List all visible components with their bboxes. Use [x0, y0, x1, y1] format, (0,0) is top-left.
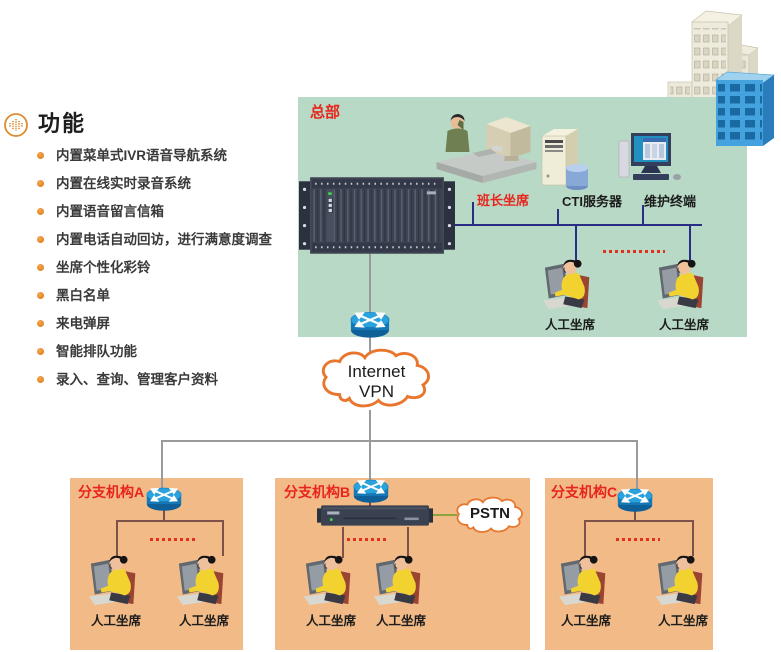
hq-router-icon — [348, 309, 392, 339]
bullet-icon — [37, 320, 44, 327]
hq-link-agent1 — [575, 224, 577, 262]
features-title: 功能 — [38, 111, 87, 136]
hq-link-terminal — [642, 205, 644, 224]
branch-b-agent-1: 人工坐席 — [293, 552, 369, 629]
branch-c-drop1 — [584, 520, 586, 556]
agent-icon — [554, 552, 618, 608]
branch-c-drop2 — [692, 520, 694, 556]
more-agents-ellipsis — [150, 538, 196, 541]
voice-feature-icon — [3, 112, 29, 138]
branch-b-drop1 — [342, 527, 344, 558]
bullet-icon — [37, 264, 44, 271]
branch-c-router-icon — [615, 486, 655, 513]
branch-b-drop2 — [407, 527, 409, 558]
agent-label: 人工坐席 — [657, 614, 708, 628]
cloud-down-line — [369, 410, 371, 440]
hq-agent-2: 人工坐席 — [646, 256, 722, 333]
bullet-icon — [37, 152, 44, 159]
branch-a-drop2 — [222, 520, 224, 556]
wan-drop-branch-b — [369, 440, 371, 482]
more-agents-ellipsis — [603, 250, 665, 253]
feature-item: 黑白名单 — [34, 288, 294, 303]
cti-server-label: CTI服务器 — [562, 194, 622, 209]
branch-a-agent-1: 人工坐席 — [78, 552, 154, 629]
branch-b-agent-2: 人工坐席 — [363, 552, 439, 629]
supervisor-workstation-icon — [428, 106, 544, 190]
blue-building-illustration — [714, 70, 776, 151]
cloud-label-line1: Internet — [347, 362, 406, 381]
branch-b-router-icon — [351, 477, 391, 504]
branch-a-label: 分支机构A — [78, 484, 145, 500]
agent-icon — [369, 552, 433, 608]
branch-c-agent-1: 人工坐席 — [548, 552, 624, 629]
hq-bus-line — [452, 224, 702, 226]
feature-item: 内置在线实时录音系统 — [34, 176, 294, 191]
feature-item: 智能排队功能 — [34, 344, 294, 359]
cti-server-icon — [538, 126, 594, 192]
hq-agent-1: 人工坐席 — [532, 256, 608, 333]
agent-icon — [299, 552, 363, 608]
agent-label: 人工坐席 — [178, 614, 229, 628]
feature-item: 来电弹屏 — [34, 316, 294, 331]
maintenance-terminal-label: 维护终端 — [643, 194, 696, 209]
agent-label: 人工坐席 — [544, 318, 595, 332]
pstn-link-line — [432, 514, 457, 516]
feature-item: 坐席个性化彩铃 — [34, 260, 294, 275]
features-list: 内置菜单式IVR语音导航系统 内置在线实时录音系统 内置语音留言信箱 内置电话自… — [34, 148, 294, 400]
agent-icon — [652, 256, 716, 312]
branch-c-split — [584, 520, 694, 522]
feature-item: 内置语音留言信箱 — [34, 204, 294, 219]
feature-item: 内置菜单式IVR语音导航系统 — [34, 148, 294, 163]
supervisor-label: 班长坐席 — [477, 193, 530, 208]
hq-link-cti — [557, 209, 559, 224]
agent-label: 人工坐席 — [560, 614, 611, 628]
branch-c-stem — [634, 511, 636, 521]
branch-b-stem — [369, 500, 371, 506]
agent-label: 人工坐席 — [658, 318, 709, 332]
wan-distribution-line — [161, 440, 638, 442]
bullet-icon — [37, 376, 44, 383]
bullet-icon — [37, 208, 44, 215]
branch-a-drop1 — [116, 520, 118, 556]
hq-zone-label: 总部 — [310, 104, 341, 121]
more-agents-ellipsis — [616, 538, 660, 541]
hq-link-agent2 — [689, 224, 691, 262]
branch-a-split — [116, 520, 224, 522]
wan-drop-branch-c — [636, 440, 638, 490]
more-agents-ellipsis — [347, 538, 389, 541]
branch-a-stem — [163, 510, 165, 521]
branch-a-agent-2: 人工坐席 — [166, 552, 242, 629]
hq-link-supervisor — [472, 202, 474, 224]
feature-item: 录入、查询、管理客户资料 — [34, 372, 294, 387]
maintenance-terminal-icon — [618, 131, 684, 189]
wan-drop-branch-a — [161, 440, 163, 488]
agent-icon — [84, 552, 148, 608]
agent-label: 人工坐席 — [375, 614, 426, 628]
agent-icon — [651, 552, 715, 608]
branch-c-agent-2: 人工坐席 — [645, 552, 721, 629]
rack-to-cloud-line — [369, 253, 371, 353]
feature-item: 内置电话自动回访，进行满意度调查 — [34, 232, 294, 247]
agent-icon — [172, 552, 236, 608]
agent-label: 人工坐席 — [90, 614, 141, 628]
bullet-icon — [37, 236, 44, 243]
cloud-label-line2: VPN — [359, 382, 394, 401]
branch-c-label: 分支机构C — [551, 484, 618, 500]
branch-a-router-icon — [144, 485, 184, 512]
bullet-icon — [37, 180, 44, 187]
pstn-label: PSTN — [469, 505, 510, 522]
agent-icon — [538, 256, 602, 312]
bullet-icon — [37, 348, 44, 355]
voice-gateway-icon — [317, 504, 433, 527]
bullet-icon — [37, 292, 44, 299]
branch-b-label: 分支机构B — [284, 484, 351, 500]
agent-label: 人工坐席 — [305, 614, 356, 628]
